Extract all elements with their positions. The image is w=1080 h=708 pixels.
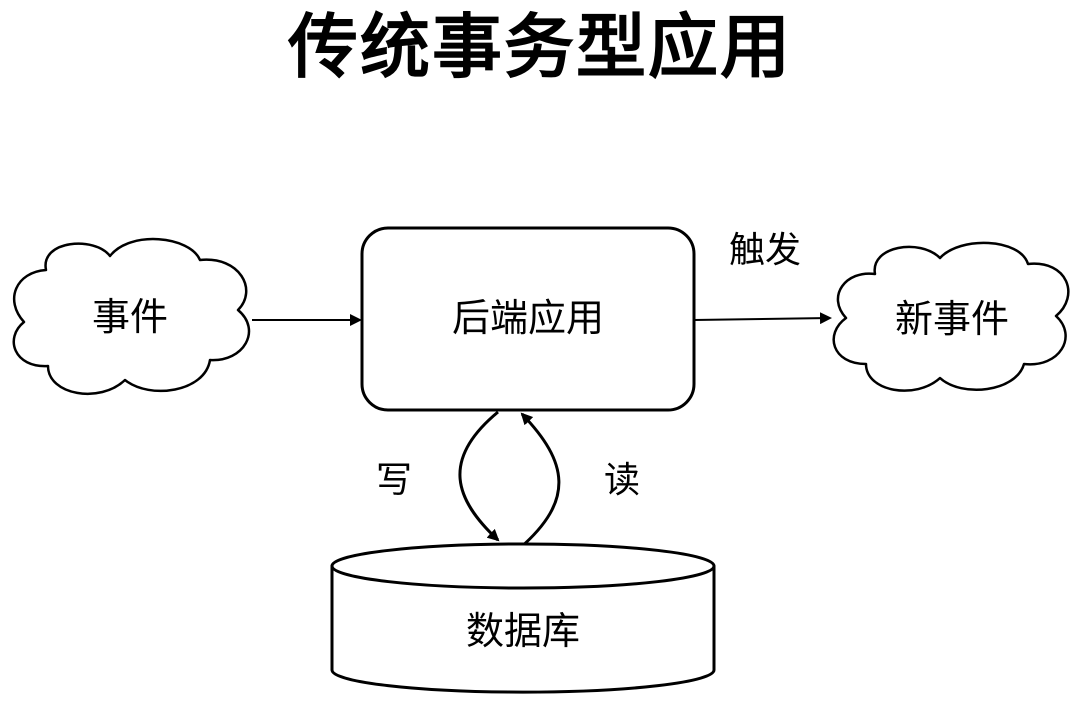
backend-app-node: 后端应用: [360, 226, 696, 412]
event-cloud: 事件: [12, 237, 251, 395]
event-cloud-shape: [12, 237, 251, 395]
read-label: 读: [604, 460, 640, 501]
trigger-label: 触发: [729, 230, 801, 271]
write-label: 写: [376, 460, 412, 501]
database-cylinder-top: [330, 542, 716, 590]
write-arrow: [458, 410, 500, 542]
event-label: 事件: [92, 295, 168, 339]
diagram-title: 传统事务型应用: [288, 6, 792, 88]
backend-to-new-event-arrow: [693, 312, 832, 325]
new-event-cloud: 新事件: [832, 241, 1070, 392]
read-arrow: [519, 412, 561, 550]
database-node: 数据库: [330, 542, 716, 694]
new-event-cloud-shape: [832, 241, 1070, 392]
database-cylinder-body: [330, 566, 716, 694]
database-label: 数据库: [466, 609, 580, 653]
new-event-label: 新事件: [895, 297, 1009, 341]
backend-app-label: 后端应用: [452, 296, 604, 340]
